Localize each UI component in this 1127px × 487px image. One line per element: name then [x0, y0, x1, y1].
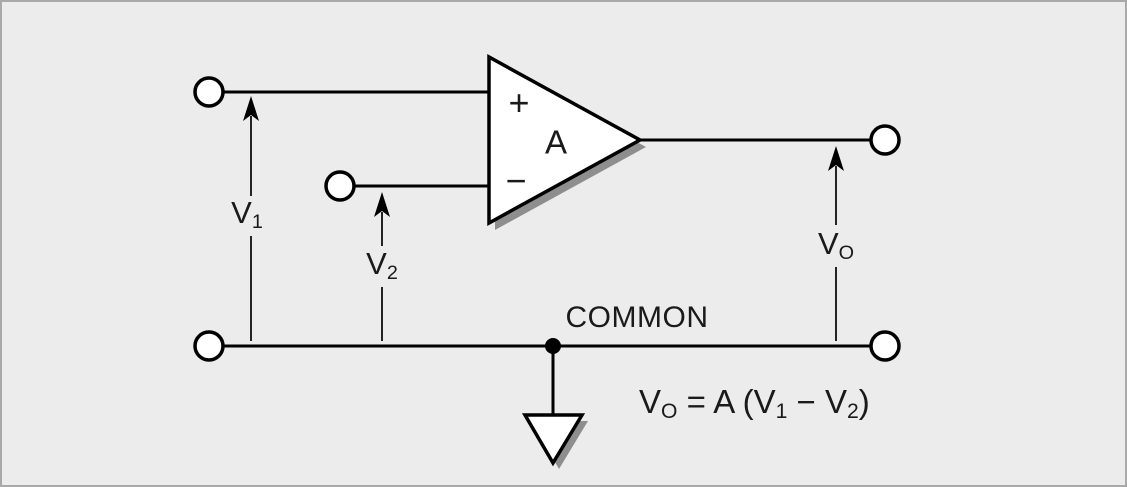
terminal-output [869, 124, 901, 156]
terminal-input2 [324, 170, 356, 202]
v1-arrowhead-icon [243, 96, 259, 121]
terminal-common-right [869, 330, 901, 362]
output-formula: VO = A (V1 − V2) [639, 385, 870, 422]
vo-label: VO [818, 228, 854, 264]
opamp-gain-label: A [544, 123, 568, 161]
vo-subscript: O [838, 241, 855, 264]
formula-sub-1: 1 [775, 400, 788, 424]
v1-subscript: 1 [251, 210, 263, 233]
formula-sub-o: O [661, 400, 678, 424]
v2-base: V [366, 246, 387, 282]
terminal-input1 [193, 76, 225, 108]
vo-base: V [817, 226, 839, 262]
vo-arrowhead-icon [828, 146, 844, 171]
terminal-common-left [193, 330, 225, 362]
formula-sub-2: 2 [846, 400, 859, 424]
v2-label: V2 [366, 248, 398, 284]
v1-base: V [231, 195, 252, 231]
opamp-triangle [487, 54, 644, 226]
formula-part2: = A (V [677, 383, 776, 420]
v2-subscript: 2 [386, 261, 398, 284]
formula-part1: V [639, 383, 662, 420]
inverting-sign: − [505, 160, 527, 201]
formula-part4: ) [858, 383, 870, 420]
noninverting-sign: + [508, 82, 530, 123]
v1-label: V1 [231, 197, 263, 233]
v2-arrowhead-icon [374, 192, 390, 217]
ground-icon [521, 413, 586, 467]
formula-part3: − V [787, 383, 847, 420]
common-label: COMMON [565, 301, 709, 334]
